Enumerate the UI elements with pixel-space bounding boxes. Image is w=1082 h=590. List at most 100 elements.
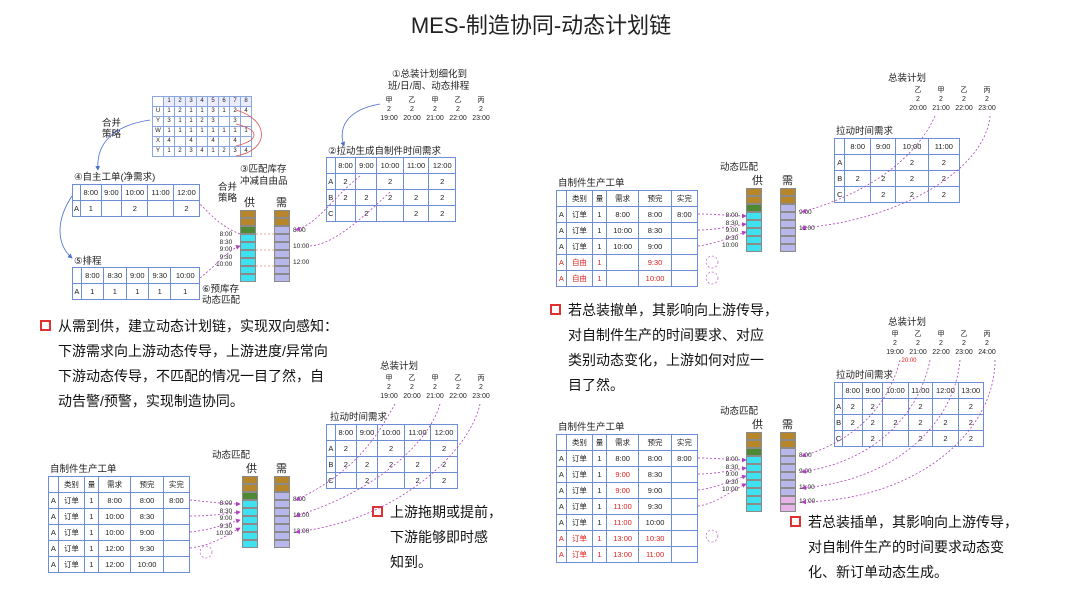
step3-label: ③匹配库存 (240, 164, 287, 175)
demand-stack (274, 210, 290, 282)
demand-stack (780, 188, 796, 252)
supply-label: 供 (246, 463, 257, 475)
callout-dynamic-plan-chain: 从需到供，建立动态计划链，实现双向感知： 下游需求向上游动态传导，上游进度/异常… (40, 314, 338, 414)
demand-stack (274, 476, 290, 548)
demand-label: 需 (276, 463, 287, 475)
work-order-label: 自制件生产工单 (558, 422, 625, 433)
assembly-plan-label: 总装计划 (888, 73, 927, 84)
demand-label: 需 (782, 419, 793, 431)
step4-label: ④自主工单(净需求) (74, 172, 156, 183)
demand-time-1: 10:00 (293, 243, 310, 250)
bullet-square-icon (40, 320, 51, 331)
supply-stack (746, 432, 762, 512)
dynamic-match-label: 动态匹配 (720, 406, 759, 417)
callout-assembly-insert: 若总装插单，其影响向上游传导， 对自制件生产的时间要求动态变 化、新订单动态生成… (790, 510, 1018, 585)
pull-demand-label: 拉动时间需求 (330, 412, 388, 423)
supply-label: 供 (752, 419, 763, 431)
demand-time-1: 10:00 (293, 512, 310, 519)
dynamic-match-label: 动态匹配 (720, 162, 759, 173)
merge-strategy-label-right: 合并策略 (218, 182, 238, 204)
arrow-supply-to-wo (199, 203, 241, 235)
demand-time-2: 12:00 (293, 259, 310, 266)
supply-stack (242, 476, 258, 548)
merge-strategy-label-left: 合并策略 (102, 118, 122, 140)
demand-time-0: 8:00 (293, 496, 306, 503)
demand-time-3: 13:00 (799, 498, 816, 505)
arrow-plan-to-pull (340, 103, 381, 147)
demand-time-1: 11:00 (799, 225, 815, 232)
demand-label: 需 (782, 175, 793, 187)
dynamic-match-label: 动态匹配 (212, 450, 251, 461)
pull-demand-label: 拉动时间需求 (836, 370, 894, 381)
bullet-square-icon (550, 304, 561, 315)
page-title: MES-制造协同-动态计划链 (410, 13, 672, 38)
work-order-label: 自制件生产工单 (50, 464, 117, 475)
demand-time-0: 8:00 (799, 452, 812, 459)
demand-time-0: 8:00 (293, 227, 306, 234)
arrow-wo-to-sched (59, 195, 73, 259)
demand-label: 需 (276, 197, 287, 209)
supply-label: 供 (244, 197, 255, 209)
step6-label-b: 动态匹配 (202, 295, 241, 306)
step5-label: ⑤排程 (74, 256, 102, 267)
bullet-square-icon (372, 506, 383, 517)
step6-label: ⑥预库存 (202, 284, 240, 295)
step1-label: ①总装计划细化到 (392, 69, 468, 80)
assembly-plan-label: 总装计划 (888, 317, 927, 328)
demand-time-0: 9:00 (799, 209, 812, 216)
supply-stack (240, 210, 256, 282)
bullet-square-icon (790, 516, 801, 527)
assembly-plan-label: 总装计划 (380, 361, 419, 372)
supply-label: 供 (752, 175, 763, 187)
inserted-plan-time: 20:00 (901, 358, 917, 364)
callout-assembly-cancel: 若总装撤单，其影响向上游传导， 对自制件生产的时间要求、对应 类别动态变化，上游… (550, 298, 778, 398)
pull-demand-label: 拉动时间需求 (836, 126, 894, 137)
step3-label-b: 冲减自由品 (240, 176, 288, 187)
step1-label-b: 班/日/周、动态排程 (388, 81, 470, 92)
demand-time-1: 9:00 (799, 468, 812, 475)
work-order-label: 自制件生产工单 (558, 178, 625, 189)
